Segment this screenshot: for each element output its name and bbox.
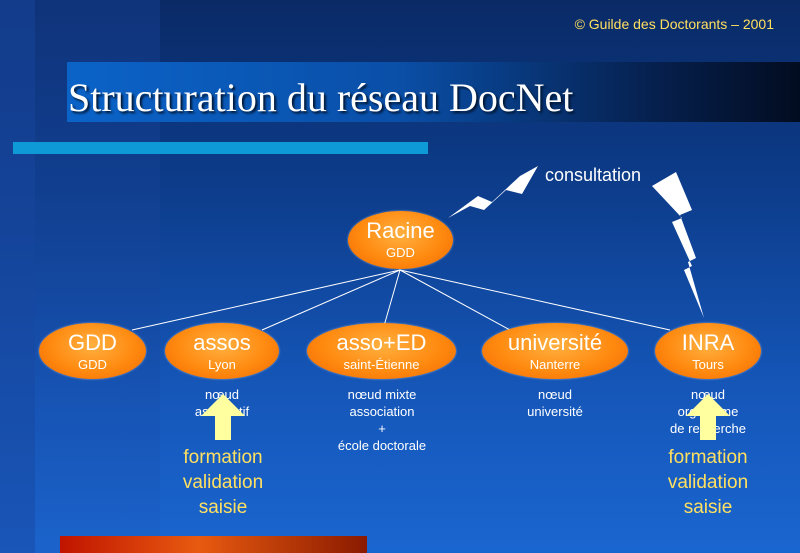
node-assos-label: assos xyxy=(193,330,251,355)
node-assos-sub: Lyon xyxy=(208,357,236,372)
node-asso-ed-label: asso+ED xyxy=(336,330,427,355)
slide-title: Structuration du réseau DocNet xyxy=(68,75,574,120)
node-gdd-label: GDD xyxy=(68,330,117,355)
desc-asso-ed: nœud mixte association + école doctorale xyxy=(337,387,427,453)
desc-universite: nœud université xyxy=(527,387,583,419)
node-universite-sub: Nanterre xyxy=(529,357,581,372)
edge-root-assos xyxy=(261,269,401,331)
node-universite-label: université xyxy=(507,330,603,355)
node-asso-ed: asso+ED saint-Étienne xyxy=(307,323,456,379)
node-universite: université Nanterre xyxy=(482,323,628,379)
node-asso-ed-sub: saint-Étienne xyxy=(343,357,420,372)
edge-root-gdd xyxy=(131,269,401,331)
node-gdd: GDD GDD xyxy=(39,323,146,379)
actions-left: formation validation saisie xyxy=(182,447,264,518)
accent-bar xyxy=(13,142,428,154)
arrow-up-left-icon xyxy=(201,394,245,440)
node-gdd-sub: GDD xyxy=(78,357,107,372)
root-node-label: Racine xyxy=(366,218,435,243)
edge-root-inra xyxy=(399,269,671,331)
edge-root-assoed xyxy=(383,269,401,327)
arrow-up-right-icon xyxy=(686,394,730,440)
node-inra-label: INRA xyxy=(681,330,735,355)
edge-root-universite xyxy=(399,269,511,331)
root-node-sub: GDD xyxy=(386,245,415,260)
consultation-label: consultation xyxy=(545,165,642,185)
actions-right: formation validation saisie xyxy=(667,447,749,518)
background-band-narrow xyxy=(0,0,35,553)
bottom-bar xyxy=(60,536,367,553)
root-node: Racine GDD xyxy=(348,211,453,269)
node-inra-sub: Tours xyxy=(692,357,724,372)
title-bar xyxy=(67,62,800,122)
lightning-bolt-right-icon xyxy=(652,172,704,318)
node-assos: assos Lyon xyxy=(165,323,279,379)
copyright-text: © Guilde des Doctorants – 2001 xyxy=(574,16,774,32)
node-inra: INRA Tours xyxy=(655,323,761,379)
lightning-bolt-left-icon xyxy=(448,166,538,218)
